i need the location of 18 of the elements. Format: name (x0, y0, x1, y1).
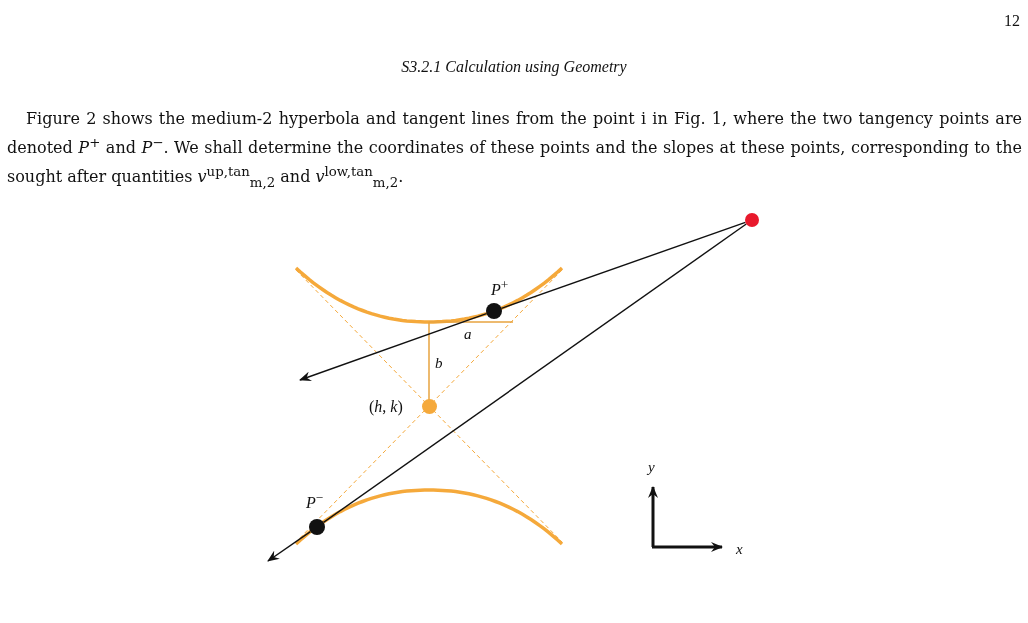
axis-label: y (648, 460, 655, 475)
arrow (299, 313, 488, 381)
dimension-label: b (435, 356, 443, 371)
point-label: P$^{−}$ (306, 491, 324, 512)
section-heading: S3.2.1 Calculation using Geometry (400, 58, 628, 76)
point-label: P$^{+}$ (491, 278, 509, 299)
tangent-line (322, 223, 747, 524)
tangency-point (309, 519, 325, 535)
arrow (267, 530, 312, 562)
tangency-point (486, 303, 502, 319)
center-point (421, 398, 437, 414)
axis-label: x (736, 542, 743, 557)
paragraph: Figure 2 shows the medium-2 hyperbola and tangent lines from the point i in Fig. 1, where the two tangency points are denoted P$^{+}$ and P$^{−}$. We shall determine the coordinates of these points and the slopes at these points, corresponding to the sought after quantities v$^{up,tan}$$_{m,2}$ and v$^{low,tan}$$_{m,2}$. (7, 108, 1022, 192)
point-marker (745, 213, 759, 227)
point-label: (h, k) (369, 399, 403, 415)
dimension-label: a (464, 327, 472, 342)
tangent-line (500, 221, 747, 310)
page-number: 12 (1004, 12, 1020, 30)
